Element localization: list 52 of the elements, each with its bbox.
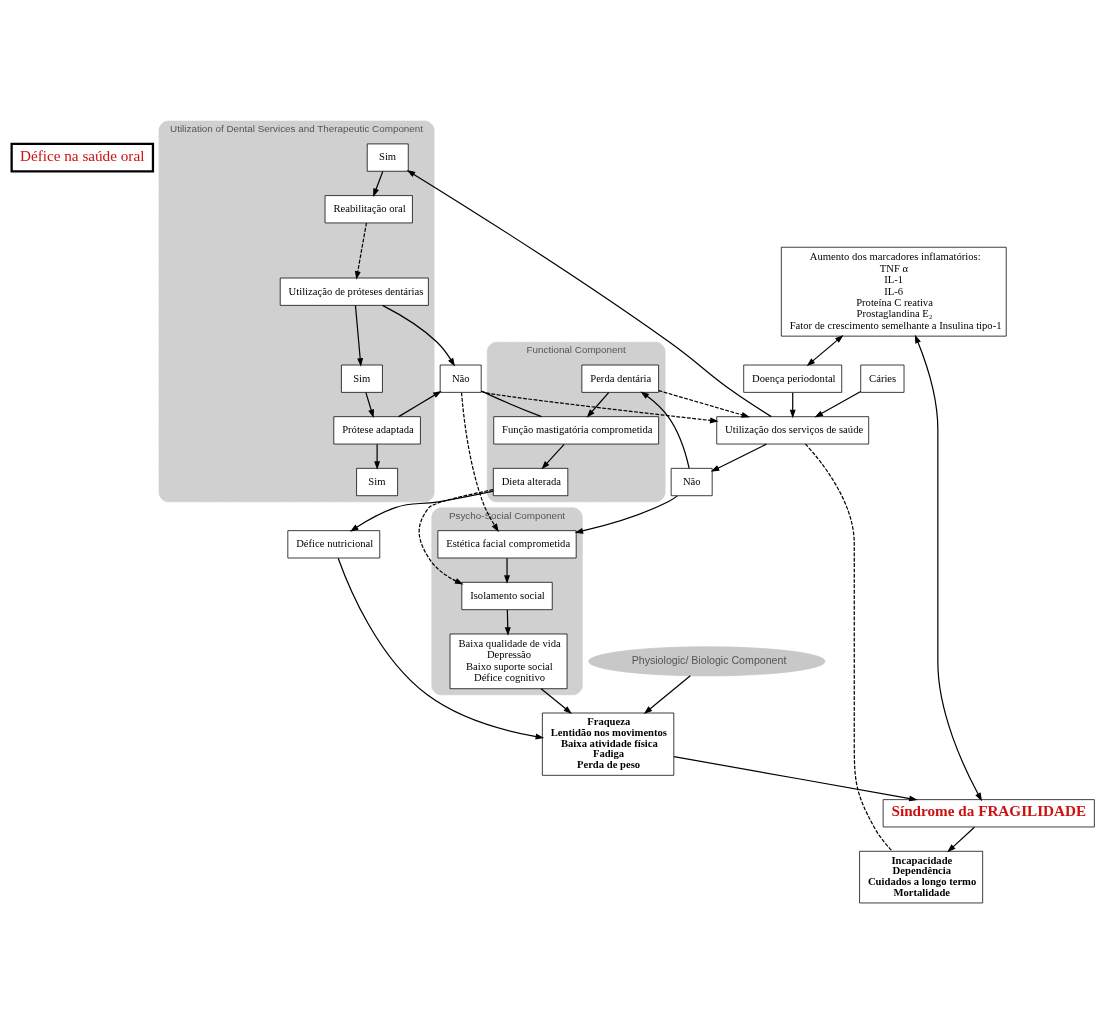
node-ellipse: Physiologic/ Biologic Component: [588, 646, 826, 677]
arrow: [574, 495, 678, 534]
arrow: [373, 170, 384, 197]
arrow: [541, 443, 565, 470]
node-box: Dieta alterada: [493, 467, 569, 497]
arrow: [914, 334, 982, 802]
node-box: Incapacidade Dependência Cuidados a longo termo Mortalidade: [859, 850, 984, 904]
arrow: [354, 304, 364, 367]
node-box: Isolamento social: [461, 581, 553, 611]
node-box: Défice nutricional: [287, 530, 381, 559]
arrow: [540, 688, 572, 714]
arrow: [365, 392, 374, 419]
arrow: [406, 169, 772, 418]
arrow: [381, 304, 455, 367]
arrow: [374, 443, 381, 470]
node-box: Sim: [356, 467, 398, 497]
node-box: Prótese adaptada: [333, 416, 421, 445]
node-box: Aumento dos marcadores inflamatórios: TNF α IL-1 IL-6 Proteína C reativa Prostaglandina E₂ Fator de crescimento semelhante a Insulina tipo-1: [780, 246, 1007, 337]
arrow: [586, 392, 610, 418]
node-box: Não: [439, 364, 482, 393]
node-box: Doença periodontal: [743, 364, 843, 393]
arrow: [710, 443, 768, 472]
arrow: [460, 392, 499, 533]
arrow: [806, 335, 844, 367]
node-box: Utilização dos serviços de saúde: [716, 416, 870, 445]
node-box: Reabilitação oral: [324, 195, 413, 224]
arrow: [814, 390, 862, 418]
arrow: [640, 391, 690, 469]
arrow: [504, 557, 511, 584]
arrow: [947, 826, 975, 853]
arrow: [418, 489, 494, 585]
node-box: Sim: [366, 143, 409, 172]
node-box: Perda dentária: [581, 364, 659, 393]
node-box: Síndrome da FRAGILIDADE: [882, 799, 1095, 828]
arrow: [354, 222, 368, 280]
node-box: Fraqueza Lentidão nos movimentos Baixa atividade física Fadiga Perda de peso: [542, 712, 675, 776]
arrow: [337, 557, 545, 740]
node-box: Utilização de próteses dentárias: [279, 277, 429, 306]
arrow: [673, 756, 918, 802]
arrow: [349, 490, 494, 532]
arrow: [398, 390, 442, 418]
node-box: Sim: [341, 364, 383, 393]
arrow: [643, 675, 691, 715]
node-box: Défice na saúde oral: [10, 142, 155, 173]
node-box: Cáries: [860, 364, 905, 393]
arrow: [658, 390, 751, 418]
node-box: Função mastigatória comprometida: [493, 416, 659, 445]
arrow: [480, 390, 719, 424]
connector: [804, 443, 893, 852]
node-box: Baixa qualidade de vida Depressão Baixo suporte social Défice cognitivo: [449, 633, 568, 690]
node-box: Estética facial comprometida: [437, 530, 577, 559]
node-box: Não: [670, 467, 713, 497]
